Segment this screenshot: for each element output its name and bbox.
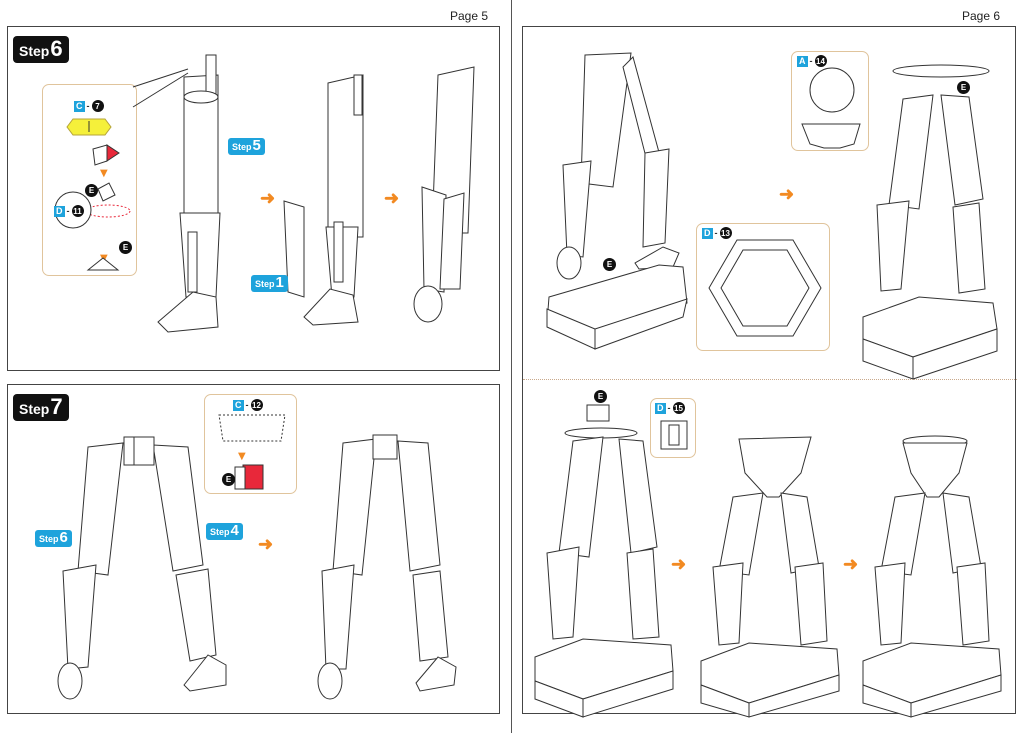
callout-step6: Step 6 <box>35 530 72 547</box>
callout-step5: Step 5 <box>228 138 265 155</box>
callout-number: 1 <box>275 274 284 291</box>
page-divider <box>511 0 512 733</box>
svg-text:▼: ▼ <box>100 168 108 179</box>
legs-on-base-illustration-2 <box>862 64 998 380</box>
svg-text:▼: ▼ <box>238 451 246 462</box>
step6-detail-box: C - 7 ▼ ▼ E D - 11 E <box>42 84 137 276</box>
callout-number: 5 <box>252 137 261 154</box>
marker-e-icon: E <box>119 241 132 254</box>
leg-illustration-1 <box>132 54 221 333</box>
step-arrow-icon: ➜ <box>258 534 274 554</box>
part-net-icon: ▼ <box>218 414 286 490</box>
callout-word: Step <box>210 527 230 537</box>
legs-final-illustration <box>862 435 1002 718</box>
legs-on-base-illustration <box>546 52 688 350</box>
marker-e-icon: E <box>222 473 235 486</box>
step7-badge: Step 7 <box>13 394 69 421</box>
tag-number: 12 <box>250 399 263 411</box>
callout-word: Step <box>232 142 252 152</box>
callout-word: Step <box>39 534 59 544</box>
step-arrow-icon: ➜ <box>779 184 795 204</box>
step-arrow-icon: ➜ <box>384 188 400 208</box>
leg-illustration-2 <box>283 74 364 326</box>
hip-detail-box: D - 15 <box>650 398 696 458</box>
hexagon-base-net-icon <box>708 239 822 337</box>
page6-panel: E D - 13 ➜ A - 14 E <box>522 26 1017 718</box>
hip-piece-net-icon <box>660 420 688 450</box>
detail-tag-c12: C - 12 <box>233 399 263 411</box>
legs-illustration-step7-b <box>317 434 457 700</box>
detail-tag-a14: A - 14 <box>797 55 827 67</box>
page-number-left: Page 5 <box>450 9 489 23</box>
marker-e-icon: E <box>957 81 970 94</box>
step-arrow-icon: ➜ <box>671 554 687 574</box>
detail-tag-d13: D - 13 <box>702 227 732 239</box>
step-arrow-icon: ➜ <box>260 188 276 208</box>
legs-with-hip-illustration <box>534 404 674 718</box>
step6-badge: Step 6 <box>13 36 69 63</box>
detail-tag-c7: C - 7 <box>74 100 104 112</box>
tag-letter: D <box>54 205 65 217</box>
tag-letter: D <box>702 227 713 239</box>
leg-illustration-3 <box>413 66 475 323</box>
detail-tag-d11: D - 11 <box>54 205 84 217</box>
marker-e-icon: E <box>594 390 607 403</box>
callout-number: 4 <box>230 522 239 539</box>
page-number-right: Page 6 <box>962 9 1001 23</box>
tag-letter: A <box>797 55 808 67</box>
marker-e-icon: E <box>85 184 98 197</box>
tag-letter: C <box>233 399 244 411</box>
step7-detail-box: C - 12 ▼ E <box>204 394 297 494</box>
step6-panel: Step 6 C - 7 ▼ ▼ E D - 11 E <box>7 26 500 371</box>
tag-number: 7 <box>91 100 104 112</box>
tag-letter: C <box>74 100 85 112</box>
callout-word: Step <box>255 279 275 289</box>
section-divider <box>523 379 1017 380</box>
tag-number: 15 <box>672 402 685 414</box>
tag-number: 13 <box>719 227 732 239</box>
step7-panel: Step 7 C - 12 ▼ E Step 6 Step 4 ➜ <box>7 384 500 714</box>
step-arrow-icon: ➜ <box>843 554 859 574</box>
detail-tag-d15: D - 15 <box>655 402 685 414</box>
callout-step1: Step 1 <box>251 275 288 292</box>
tag-letter: D <box>655 402 666 414</box>
base-detail-box: D - 13 <box>696 223 830 351</box>
top-detail-box: A - 14 <box>791 51 869 151</box>
callout-number: 6 <box>59 529 68 546</box>
tag-number: 14 <box>814 55 827 67</box>
step6-badge-word: Step <box>19 43 50 59</box>
legs-yellow-hip-illustration <box>700 436 840 718</box>
legs-illustration-step7-a <box>57 436 227 700</box>
step6-badge-number: 6 <box>50 36 63 61</box>
step7-badge-number: 7 <box>50 394 63 419</box>
step7-badge-word: Step <box>19 401 50 417</box>
tag-number: 11 <box>71 205 84 217</box>
callout-step4: Step 4 <box>206 523 243 540</box>
marker-e-icon: E <box>603 258 616 271</box>
hip-cap-net-icon <box>801 67 861 149</box>
